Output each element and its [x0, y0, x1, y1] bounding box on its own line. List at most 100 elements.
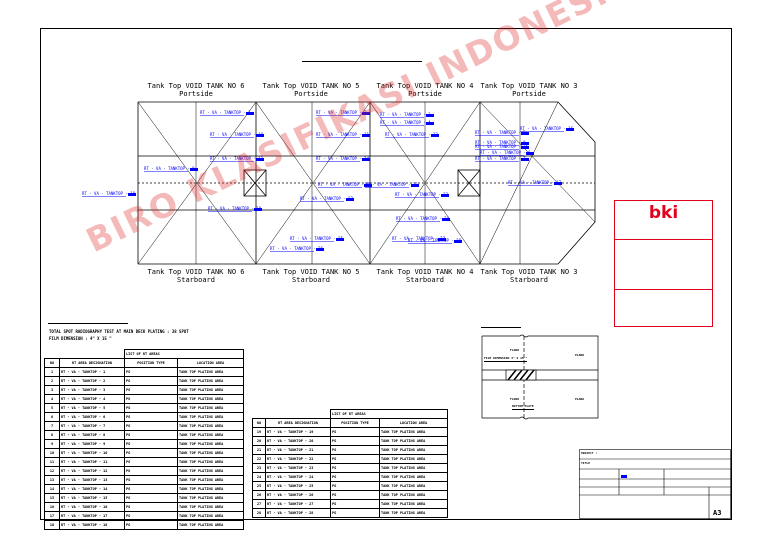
table2-cell: PG — [330, 481, 380, 491]
table2-cell: TANK TOP PLATING AREA — [379, 436, 448, 446]
table1-cell: PG — [124, 376, 178, 386]
table1-cell: PG — [124, 385, 178, 395]
table1-cell: TANK TOP PLATING AREA — [177, 466, 244, 476]
rt-tag-label: RT - VA - TANKTOP - 13 — [210, 156, 264, 161]
rt-film-marker — [438, 238, 446, 241]
table1-cell: RT - VA - TANKTOP - 7 — [59, 421, 125, 431]
rt-tag-label: RT - VA - TANKTOP - 6 — [480, 150, 531, 155]
rt-tag-label: RT - VA - TANKTOP - 20 — [318, 182, 372, 187]
table2-cell: RT - VA - TANKTOP - 24 — [265, 472, 331, 482]
table1-cell: 12 — [44, 466, 60, 476]
rt-tag-label: RT - VA - TANKTOP - 5 — [475, 130, 526, 135]
rt-tag-label: RT - VA - TANKTOP - 23 — [395, 192, 449, 197]
rt-areas-table-1: LIST OF RT AREAS NO RT AREA DESIGNATION … — [44, 349, 244, 530]
table1-cell: RT - VA - TANKTOP - 3 — [59, 385, 125, 395]
rt-film-marker — [426, 122, 434, 125]
table1-cell: PG — [124, 439, 178, 449]
table1-cell: PG — [124, 394, 178, 404]
rt-film-marker — [336, 238, 344, 241]
table1-cell: RT - VA - TANKTOP - 15 — [59, 493, 125, 503]
table2-cell: RT - VA - TANKTOP - 20 — [265, 436, 331, 446]
rt-tag-label: RT - VA - TANKTOP - 24 — [396, 216, 450, 221]
table1-cell: PG — [124, 430, 178, 440]
rt-film-marker — [362, 134, 370, 137]
rt-areas-table-2: LIST OF RT AREAS NO RT AREA DESIGNATION … — [252, 409, 448, 518]
title-block-grid — [579, 449, 731, 519]
table2-cell: RT - VA - TANKTOP - 26 — [265, 490, 331, 500]
rt-tag-label: RT - VA - TANKTOP - 16 — [520, 126, 574, 131]
bki-logo: bki — [648, 203, 679, 223]
rt-tag-label: RT - VA - TANKTOP - 2 — [316, 110, 367, 115]
table1-cell: TANK TOP PLATING AREA — [177, 403, 244, 413]
table1-cell: 4 — [44, 394, 60, 404]
detail-label-bottom-plate: BOTTOM PLATE — [512, 404, 534, 410]
rt-film-marker — [521, 132, 529, 135]
rt-tag-label: RT - VA - TANKTOP - 18 — [82, 191, 136, 196]
rt-tag-label: RT - VA - TANKTOP - 19 — [208, 206, 262, 211]
table2-cell: TANK TOP PLATING AREA — [379, 499, 448, 509]
table2-cell: RT - VA - TANKTOP - 27 — [265, 499, 331, 509]
table1-cell: TANK TOP PLATING AREA — [177, 448, 244, 458]
rt-film-marker — [441, 194, 449, 197]
table1-cell: RT - VA - TANKTOP - 6 — [59, 412, 125, 422]
table1-cell: PG — [124, 412, 178, 422]
rt-tag-label: RT - VA - TANKTOP - 7 — [475, 156, 526, 161]
table2-header-designation: RT AREA DESIGNATION — [265, 418, 331, 428]
table2-cell: 25 — [252, 481, 266, 491]
table1-cell: RT - VA - TANKTOP - 12 — [59, 466, 125, 476]
rt-film-marker — [521, 158, 529, 161]
table1-cell: 2 — [44, 376, 60, 386]
table1-cell: RT - VA - TANKTOP - 18 — [59, 520, 125, 530]
table1-cell: 17 — [44, 511, 60, 521]
table1-cell: RT - VA - TANKTOP - 13 — [59, 475, 125, 485]
table1-cell: RT - VA - TANKTOP - 16 — [59, 502, 125, 512]
title-block-project-label: PROJECT : — [581, 451, 598, 455]
rt-film-marker — [521, 142, 529, 145]
rt-film-marker — [256, 158, 264, 161]
table1-cell: PG — [124, 448, 178, 458]
table2-cell: TANK TOP PLATING AREA — [379, 454, 448, 464]
table1-cell: 7 — [44, 421, 60, 431]
table1-cell: PG — [124, 367, 178, 377]
table1-cell: TANK TOP PLATING AREA — [177, 367, 244, 377]
table2-cell: PG — [330, 472, 380, 482]
rt-film-marker — [246, 112, 254, 115]
table1-cell: TANK TOP PLATING AREA — [177, 493, 244, 503]
table2-cell: TANK TOP PLATING AREA — [379, 445, 448, 455]
table1-cell: RT - VA - TANKTOP - 4 — [59, 394, 125, 404]
table1-cell: PG — [124, 520, 178, 530]
table1-cell: PG — [124, 511, 178, 521]
table1-cell: RT - VA - TANKTOP - 1 — [59, 367, 125, 377]
table2-header-no: NO — [252, 418, 266, 428]
table2-cell: PG — [330, 508, 380, 518]
table1-header-location: LOCATION AREA — [177, 358, 244, 368]
table1-cell: RT - VA - TANKTOP - 11 — [59, 457, 125, 467]
table2-cell: PG — [330, 490, 380, 500]
notes-underline — [48, 323, 128, 324]
detail-label-film: FILM DIMENSION 4" X 15 " — [484, 356, 528, 362]
weld-detail-drawing — [481, 334, 599, 420]
